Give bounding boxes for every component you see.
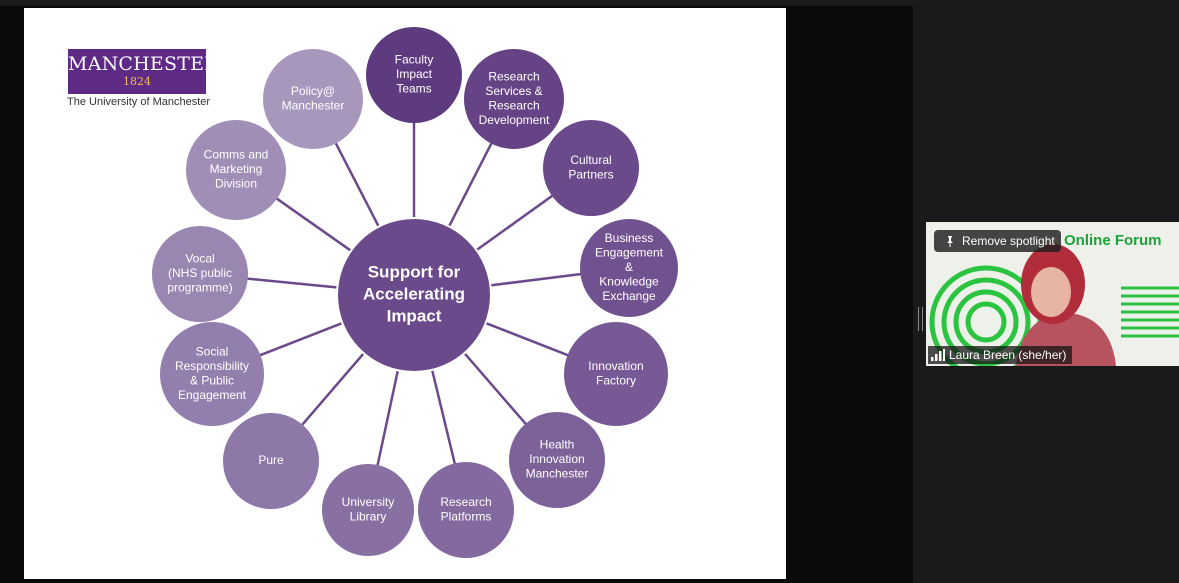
node-label-text: Comms and bbox=[204, 148, 269, 162]
node-label-text: Teams bbox=[396, 82, 431, 96]
diagram-node bbox=[223, 413, 319, 509]
node-label-text: Impact bbox=[396, 67, 433, 81]
logo-year: 1824 bbox=[123, 75, 151, 88]
center-node bbox=[338, 219, 490, 371]
diagram-node bbox=[543, 120, 639, 216]
node-label-text: Manchester bbox=[526, 467, 589, 481]
node-label-text: Health bbox=[540, 438, 575, 452]
node-label-text: Development bbox=[479, 113, 550, 127]
connector-line bbox=[375, 371, 399, 468]
node-label-text: Manchester bbox=[282, 98, 345, 112]
diagram-node bbox=[322, 464, 414, 556]
node-label-text: Policy@ bbox=[291, 84, 335, 98]
node-label-text: Engagement bbox=[595, 246, 664, 260]
node-label-text: Division bbox=[215, 177, 257, 191]
video-background bbox=[929, 244, 1179, 366]
node-label-text: Business bbox=[605, 231, 654, 245]
diagram-node bbox=[152, 226, 248, 322]
center-label-text: Support for bbox=[368, 262, 461, 281]
node-label-text: Research bbox=[488, 98, 539, 112]
connector-line bbox=[245, 277, 337, 289]
node-label-text: Cultural bbox=[570, 153, 611, 167]
connector-line bbox=[476, 193, 555, 251]
university-logo: MANCHESTER 1824 bbox=[68, 49, 219, 94]
diagram-node bbox=[160, 322, 264, 426]
node-label-text: (NHS public bbox=[168, 266, 232, 280]
signal-strength-icon bbox=[931, 349, 945, 361]
connector-line bbox=[300, 353, 365, 427]
logo-name: MANCHESTER bbox=[68, 53, 219, 75]
pin-icon bbox=[944, 235, 956, 247]
diagram-node bbox=[564, 322, 668, 426]
shared-slide: MANCHESTER 1824 The University of Manche… bbox=[24, 8, 786, 579]
center-label-text: Accelerating bbox=[363, 284, 465, 303]
center-label-text: Impact bbox=[387, 306, 442, 325]
diagram-node bbox=[418, 462, 514, 558]
participant-video-tile[interactable]: Online Forum Remove spotlight Laura Bree… bbox=[926, 222, 1179, 366]
connector-line bbox=[431, 370, 457, 466]
logo-subtitle: The University of Manchester bbox=[67, 96, 211, 108]
node-label-text: Innovation bbox=[588, 359, 643, 373]
node-label-text: Research bbox=[440, 495, 491, 509]
diagram-node bbox=[509, 412, 605, 508]
node-label-text: Services & bbox=[485, 84, 542, 98]
connector-line bbox=[448, 141, 494, 227]
connector-line bbox=[274, 196, 351, 252]
remove-spotlight-button[interactable]: Remove spotlight bbox=[934, 230, 1061, 252]
node-label-text: Marketing bbox=[210, 162, 263, 176]
node-label-text: Faculty bbox=[395, 53, 434, 67]
node-label-text: Factory bbox=[596, 373, 636, 387]
connector-line bbox=[486, 322, 570, 357]
node-label-text: Partners bbox=[568, 167, 613, 181]
node-label-text: Pure bbox=[258, 453, 284, 467]
node-label-text: Social bbox=[196, 344, 229, 358]
node-label-text: & bbox=[625, 260, 633, 274]
connector-line bbox=[491, 272, 583, 287]
top-bar bbox=[0, 0, 1179, 6]
diagram-node bbox=[263, 49, 363, 149]
presenter-figure bbox=[1016, 244, 1116, 366]
node-label-text: Engagement bbox=[178, 388, 247, 402]
node-label-text: Knowledge bbox=[599, 275, 659, 289]
node-label-text: & Public bbox=[190, 373, 234, 387]
node-label-text: Vocal bbox=[185, 252, 214, 266]
node-label-text: programme) bbox=[167, 281, 232, 295]
panel-resize-handle[interactable] bbox=[918, 307, 923, 331]
diagram-node bbox=[464, 49, 564, 149]
participant-name: Laura Breen (she/her) bbox=[949, 348, 1067, 362]
node-label-text: Exchange bbox=[602, 289, 656, 303]
node-label-text: Research bbox=[488, 69, 539, 83]
connector-line bbox=[333, 141, 380, 227]
connector-line bbox=[258, 322, 342, 357]
node-label-text: Innovation bbox=[529, 452, 584, 466]
diagram-node bbox=[580, 219, 678, 317]
node-label-text: University bbox=[342, 495, 395, 509]
remove-spotlight-label: Remove spotlight bbox=[962, 234, 1055, 248]
diagram-node bbox=[186, 120, 286, 220]
diagram-node bbox=[366, 27, 462, 123]
node-label-text: Responsibility bbox=[175, 359, 249, 373]
participant-name-tag: Laura Breen (she/her) bbox=[928, 346, 1073, 364]
connector-line bbox=[464, 353, 528, 427]
node-label-text: Library bbox=[350, 509, 387, 523]
node-label-text: Platforms bbox=[441, 509, 492, 523]
banner-text: Online Forum bbox=[1064, 232, 1162, 249]
